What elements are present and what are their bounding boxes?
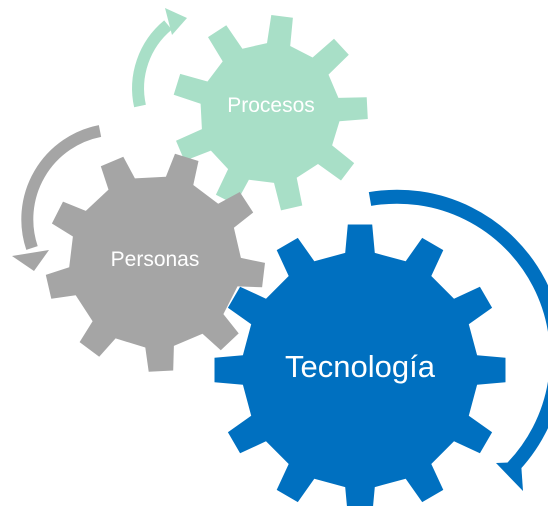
tecnologia-gear [214, 224, 506, 506]
personas-arrowhead-icon [12, 250, 49, 271]
procesos-gear [173, 15, 368, 211]
procesos-label: Procesos [227, 94, 315, 117]
procesos-arrowhead-icon [165, 8, 187, 35]
tecnologia-label: Tecnología [285, 349, 436, 384]
personas-label: Personas [111, 248, 200, 271]
personas-cycle-arrow [21, 125, 102, 250]
personas-gear [45, 153, 265, 372]
tecnologia-arrowhead-icon [496, 462, 523, 491]
procesos-cycle-arrow [132, 20, 172, 108]
tecnologia-cycle-arrow [368, 189, 548, 475]
